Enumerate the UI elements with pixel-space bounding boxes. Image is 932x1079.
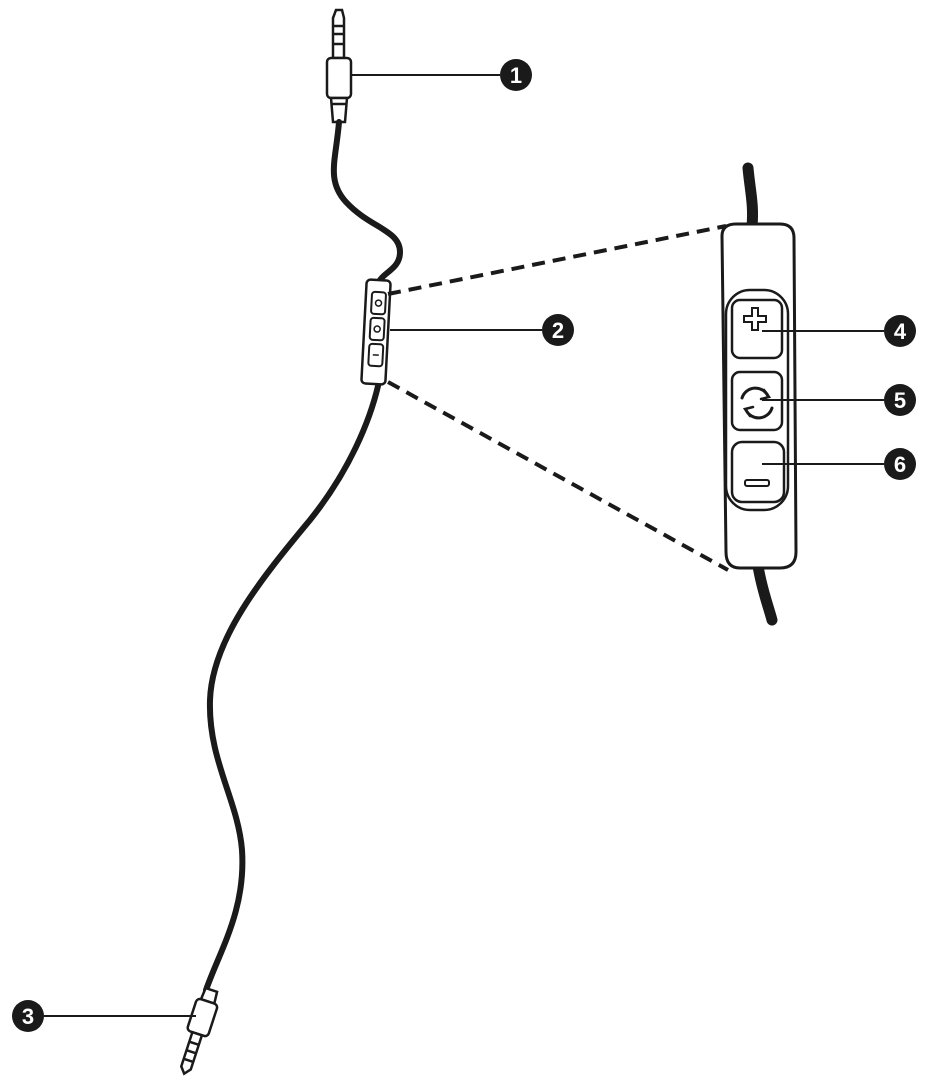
callout-2: 2	[542, 314, 574, 346]
volume-down-button[interactable]	[730, 440, 786, 504]
callout-4-number: 4	[894, 319, 907, 344]
play-pause-button[interactable]	[730, 370, 784, 432]
zoom-lines	[387, 224, 729, 572]
plus-icon	[743, 307, 767, 331]
leader-lines	[44, 74, 884, 1017]
cable-upper	[330, 119, 404, 287]
bottom-plug	[179, 986, 219, 1076]
circular-arrows-icon	[740, 386, 774, 420]
callout-6: 6	[884, 448, 916, 480]
callout-6-number: 6	[894, 452, 906, 477]
remote-cable-top	[742, 162, 758, 232]
callout-5: 5	[884, 384, 916, 416]
minus-icon	[744, 479, 770, 487]
inline-remote-small	[360, 278, 392, 386]
remote-cable-bottom	[752, 560, 778, 626]
callout-1-number: 1	[510, 63, 522, 88]
callout-1: 1	[500, 59, 532, 91]
cable-lower	[203, 383, 381, 993]
callout-5-number: 5	[894, 388, 906, 413]
callout-2-number: 2	[552, 318, 564, 343]
callout-4: 4	[884, 315, 916, 347]
callout-3-number: 3	[22, 1004, 34, 1029]
volume-up-button[interactable]	[730, 298, 784, 360]
top-plug	[325, 8, 353, 124]
callout-3: 3	[12, 1000, 44, 1032]
